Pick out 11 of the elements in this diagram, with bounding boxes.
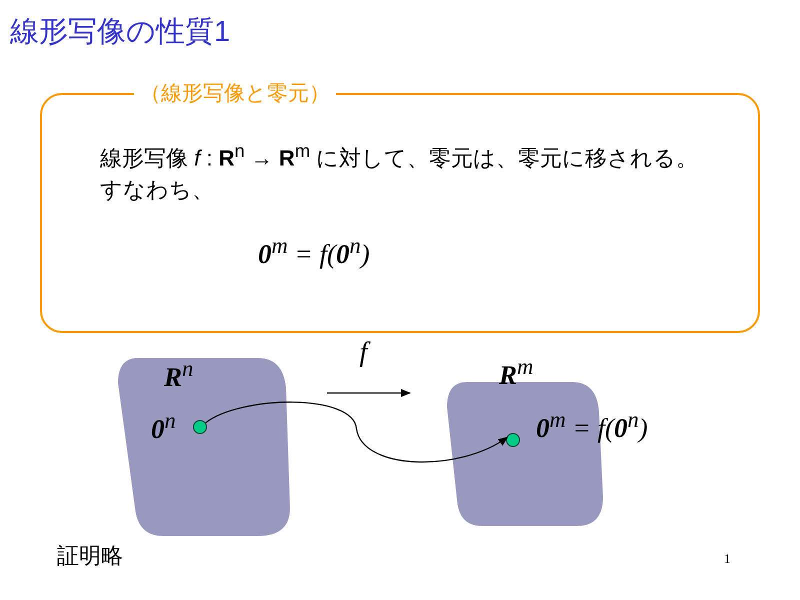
slide-title: 線形写像の性質1 — [10, 15, 230, 50]
space-label: R$^{n}$ — [164, 356, 194, 393]
point-label: 0$^{m}$ = f(0$^{n}$) — [536, 407, 648, 444]
statement-text: 線形写像 f : R$^{n}$ → R$^{m}$ に対して、零元は、零元に移される。すなわち、 — [100, 139, 700, 204]
note-text: 証明略 — [57, 542, 123, 570]
space-label: R$^{m}$ — [499, 354, 534, 391]
formula: 0$^{m}$ = f(0$^{n}$) — [258, 233, 370, 270]
arrow — [205, 402, 508, 462]
arrow — [327, 389, 411, 397]
point-label: 0$^{n}$ — [151, 408, 176, 445]
page-number: 1 — [724, 551, 730, 567]
